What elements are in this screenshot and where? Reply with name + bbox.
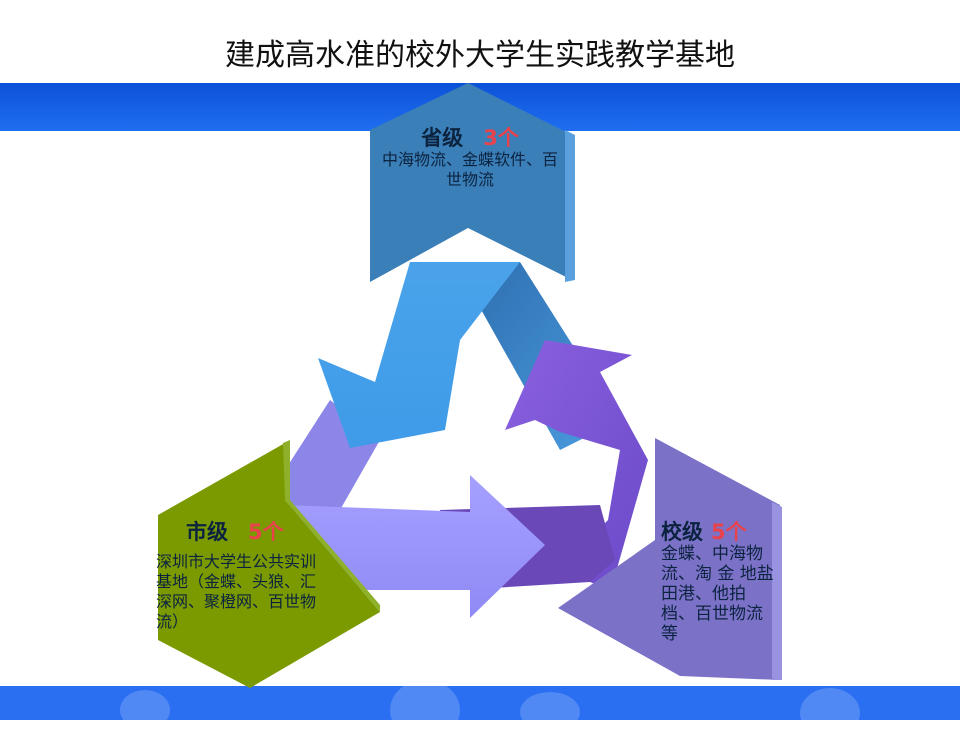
province-node-shape (370, 83, 572, 282)
slide-title: 建成高水准的校外大学生实践教学基地 (225, 38, 735, 73)
school-list: 金蝶、中海物流、淘 金 地盐田港、他拍档、百世物流等 (661, 544, 774, 644)
province-node-edge (565, 130, 575, 282)
school-node-shape (558, 438, 780, 680)
school-count: 5个 (711, 520, 747, 544)
school-node-edge (772, 502, 782, 680)
arrow-province-to-city (318, 262, 520, 448)
arrow-school-to-province (505, 340, 648, 590)
cycle-diagram (158, 83, 782, 688)
city-node: 市级 5个 深圳市大学生公共实训基地（金蝶、头狼、汇深网、聚橙网、百世物流） (156, 522, 352, 632)
province-count: 3个 (483, 126, 519, 150)
city-level: 市级 (186, 520, 228, 544)
school-level: 校级 (661, 520, 703, 544)
school-node: 校级 5个 金蝶、中海物流、淘 金 地盐田港、他拍档、百世物流等 (661, 520, 779, 645)
province-list: 中海物流、金蝶软件、百世物流 (381, 150, 558, 189)
province-level: 省级 (421, 126, 464, 150)
province-node: 省级 3个 中海物流、金蝶软件、百世物流 (372, 128, 568, 190)
city-node-edge (283, 440, 380, 612)
city-count: 5个 (248, 520, 284, 544)
city-list: 深圳市大学生公共实训基地（金蝶、头狼、汇深网、聚橙网、百世物流） (156, 552, 317, 631)
city-node-shape (158, 443, 380, 688)
